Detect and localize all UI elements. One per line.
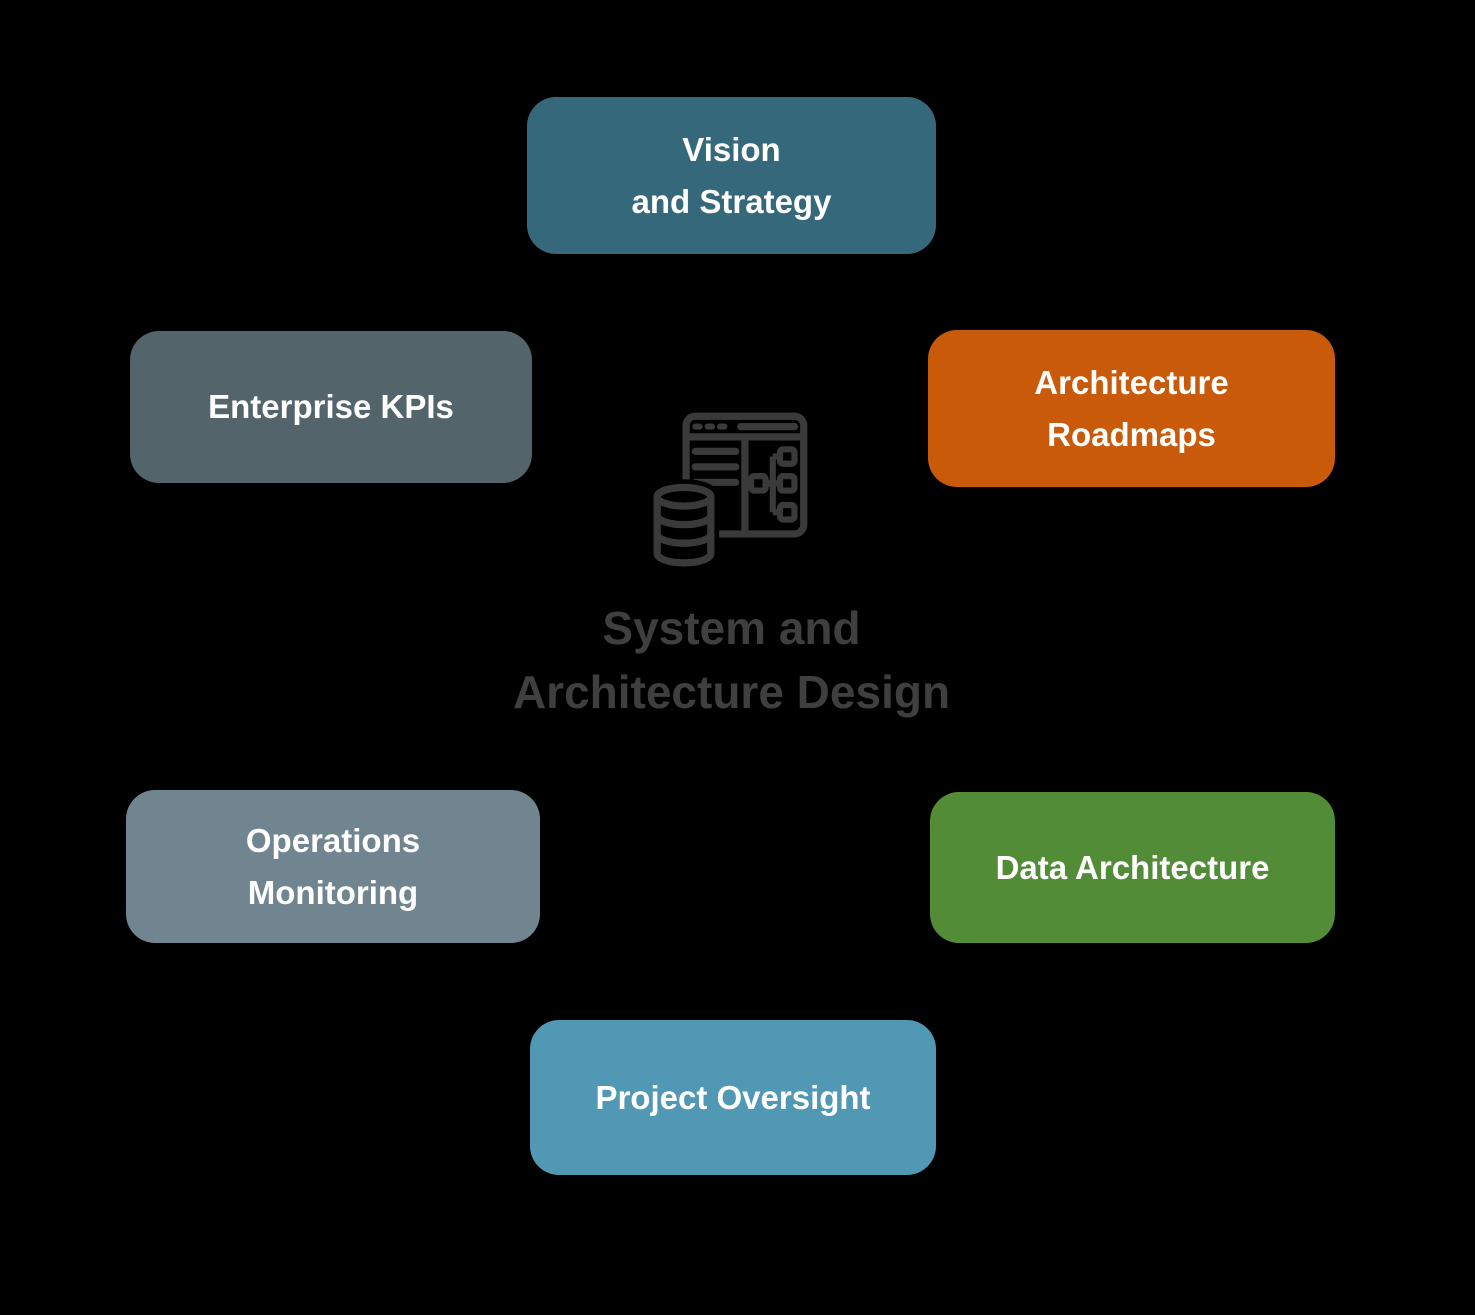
node-project-oversight: Project Oversight bbox=[530, 1020, 936, 1175]
node-vision-and-strategy: Vision and Strategy bbox=[527, 97, 936, 254]
node-enterprise-kpis: Enterprise KPIs bbox=[130, 331, 532, 483]
node-operations-monitoring: Operations Monitoring bbox=[126, 790, 540, 943]
node-label-line: Roadmaps bbox=[1047, 415, 1216, 453]
node-label-line: Vision bbox=[682, 130, 781, 168]
diagram-center: System and Architecture Design bbox=[381, 408, 1082, 724]
node-label-line: Operations bbox=[245, 821, 421, 859]
node-label-line: Enterprise KPIs bbox=[208, 388, 454, 425]
diagram-title: System and Architecture Design bbox=[513, 596, 950, 724]
node-data-architecture: Data Architecture bbox=[930, 792, 1335, 943]
node-label-line: Project Oversight bbox=[595, 1078, 871, 1116]
diagram-title-line: System and bbox=[602, 602, 861, 654]
diagram-title-line: Architecture Design bbox=[512, 666, 951, 718]
node-label-line: Monitoring bbox=[247, 873, 419, 911]
node-label-line: and Strategy bbox=[631, 182, 832, 220]
node-label-line: Data Architecture bbox=[995, 848, 1270, 886]
node-label-line: Architecture bbox=[1034, 363, 1229, 401]
node-architecture-roadmaps: Architecture Roadmaps bbox=[928, 330, 1335, 487]
database-window-architecture-icon bbox=[651, 412, 807, 568]
